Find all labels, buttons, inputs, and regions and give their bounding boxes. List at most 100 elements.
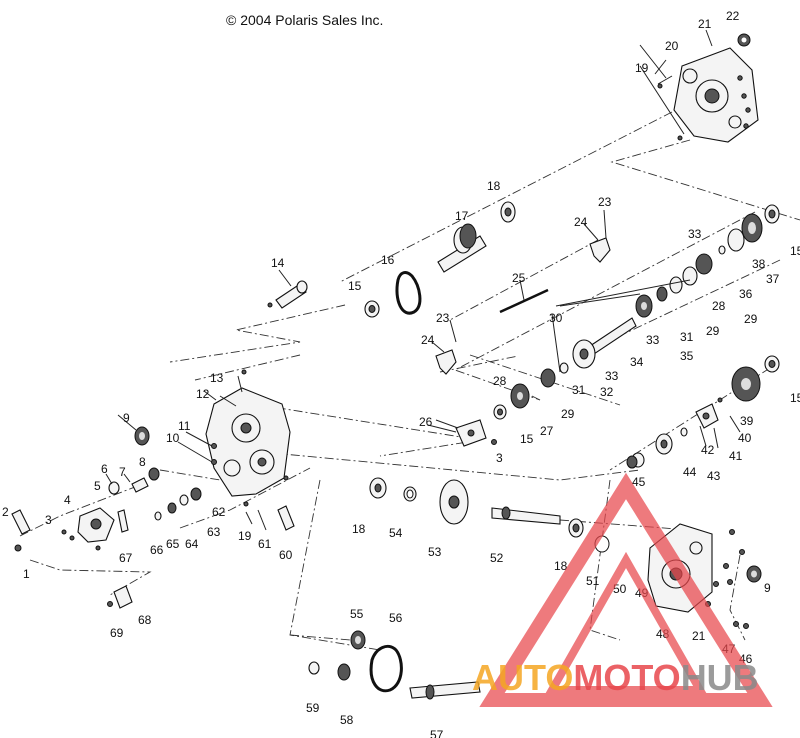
callout-c65: 65 <box>166 537 180 551</box>
watermark-auto: AUTO <box>472 657 573 698</box>
shift-fork-24-upper <box>583 209 611 263</box>
callout-c66: 66 <box>150 543 164 557</box>
watermark-moto: MOTO <box>573 657 680 698</box>
svg-text:AUTOMOTOHUB: AUTOMOTOHUB <box>472 657 759 698</box>
callout-c29b: 29 <box>706 324 720 338</box>
sensor-68-69 <box>107 585 133 609</box>
shift-fork-24-lower <box>431 319 457 375</box>
callout-c7: 7 <box>119 465 126 479</box>
bracket-26 <box>435 419 497 447</box>
callout-c54: 54 <box>389 526 403 540</box>
callout-c51: 51 <box>586 574 600 588</box>
callout-c3a: 3 <box>496 451 503 465</box>
callout-c22: 22 <box>726 9 740 23</box>
callout-c31a: 31 <box>680 330 694 344</box>
output-shaft-group <box>369 477 610 553</box>
callout-c32: 32 <box>600 385 614 399</box>
callout-c9a: 9 <box>123 411 130 425</box>
callout-c30: 30 <box>549 311 563 325</box>
pin-14 <box>267 269 308 309</box>
transmission-case-12 <box>205 369 291 507</box>
callout-c24a: 24 <box>574 215 588 229</box>
copyright-notice: © 2004 Polaris Sales Inc. <box>226 12 384 28</box>
callout-c59: 59 <box>306 701 320 715</box>
callout-c15b: 15 <box>790 244 800 258</box>
callout-c56: 56 <box>389 611 403 625</box>
callout-c29c: 29 <box>561 407 575 421</box>
callout-c12: 12 <box>196 387 210 401</box>
callout-c39: 39 <box>740 414 754 428</box>
callout-c52: 52 <box>490 551 504 565</box>
pump-body-4 <box>61 507 129 551</box>
bearing-15 <box>364 300 380 318</box>
callout-c29a: 29 <box>744 312 758 326</box>
callout-c60: 60 <box>279 548 293 562</box>
callout-c37: 37 <box>766 272 780 286</box>
callout-c13: 13 <box>210 371 224 385</box>
callout-c23a: 23 <box>598 195 612 209</box>
callout-c35: 35 <box>680 349 694 363</box>
callout-c17: 17 <box>455 209 469 223</box>
callout-c61: 61 <box>258 537 272 551</box>
callout-c15d: 15 <box>520 432 534 446</box>
callout-c8: 8 <box>139 455 146 469</box>
callout-c18b: 18 <box>352 522 366 536</box>
callout-c4: 4 <box>64 493 71 507</box>
shaft-17 <box>437 201 516 273</box>
callout-c1: 1 <box>23 567 30 581</box>
callout-c50: 50 <box>613 582 627 596</box>
callout-c68: 68 <box>138 613 152 627</box>
callout-c33c: 33 <box>605 369 619 383</box>
callout-c28a: 28 <box>712 299 726 313</box>
callout-c69: 69 <box>110 626 124 640</box>
callout-c55: 55 <box>350 607 364 621</box>
callout-c43: 43 <box>707 469 721 483</box>
gear-cluster-lower <box>626 355 780 469</box>
callout-c18c: 18 <box>554 559 568 573</box>
callout-c14: 14 <box>271 256 285 270</box>
callout-c45: 45 <box>632 475 646 489</box>
callout-c27: 27 <box>540 424 554 438</box>
chain-16 <box>395 271 422 315</box>
callout-c64: 64 <box>185 537 199 551</box>
callout-c34: 34 <box>630 355 644 369</box>
callout-c62: 62 <box>212 505 226 519</box>
lower-drive-group <box>308 630 481 700</box>
bearings-62-66 <box>154 487 202 521</box>
callout-c25: 25 <box>512 271 526 285</box>
callout-c3b: 3 <box>45 513 52 527</box>
callout-c24b: 24 <box>421 333 435 347</box>
gear-cluster-upper <box>493 204 780 420</box>
callout-c15c: 15 <box>790 391 800 405</box>
small-parts-left <box>105 467 160 495</box>
callout-c28b: 28 <box>493 374 507 388</box>
callout-c9b: 9 <box>764 581 771 595</box>
callout-c63: 63 <box>207 525 221 539</box>
callout-c19b: 19 <box>238 529 252 543</box>
callout-c33a: 33 <box>688 227 702 241</box>
sensor-1-2 <box>11 509 31 552</box>
rod-25 <box>499 279 549 314</box>
callout-c18a: 18 <box>487 179 501 193</box>
callout-c33b: 33 <box>646 333 660 347</box>
callout-c67: 67 <box>119 551 133 565</box>
callout-c31b: 31 <box>572 383 586 397</box>
leader-lines <box>117 44 685 463</box>
callout-c10: 10 <box>166 431 180 445</box>
callout-c16: 16 <box>381 253 395 267</box>
fitting-60-61 <box>245 505 295 531</box>
callout-c23b: 23 <box>436 311 450 325</box>
callout-c20: 20 <box>665 39 679 53</box>
callout-c44: 44 <box>683 465 697 479</box>
callout-c42: 42 <box>701 443 715 457</box>
callout-c6: 6 <box>101 462 108 476</box>
callout-c15a: 15 <box>348 279 362 293</box>
callout-c41: 41 <box>729 449 743 463</box>
callout-c40: 40 <box>738 431 752 445</box>
seal-9-left <box>134 426 150 446</box>
callout-c53: 53 <box>428 545 442 559</box>
watermark-triangle <box>479 472 773 707</box>
callout-c21b: 21 <box>692 629 706 643</box>
